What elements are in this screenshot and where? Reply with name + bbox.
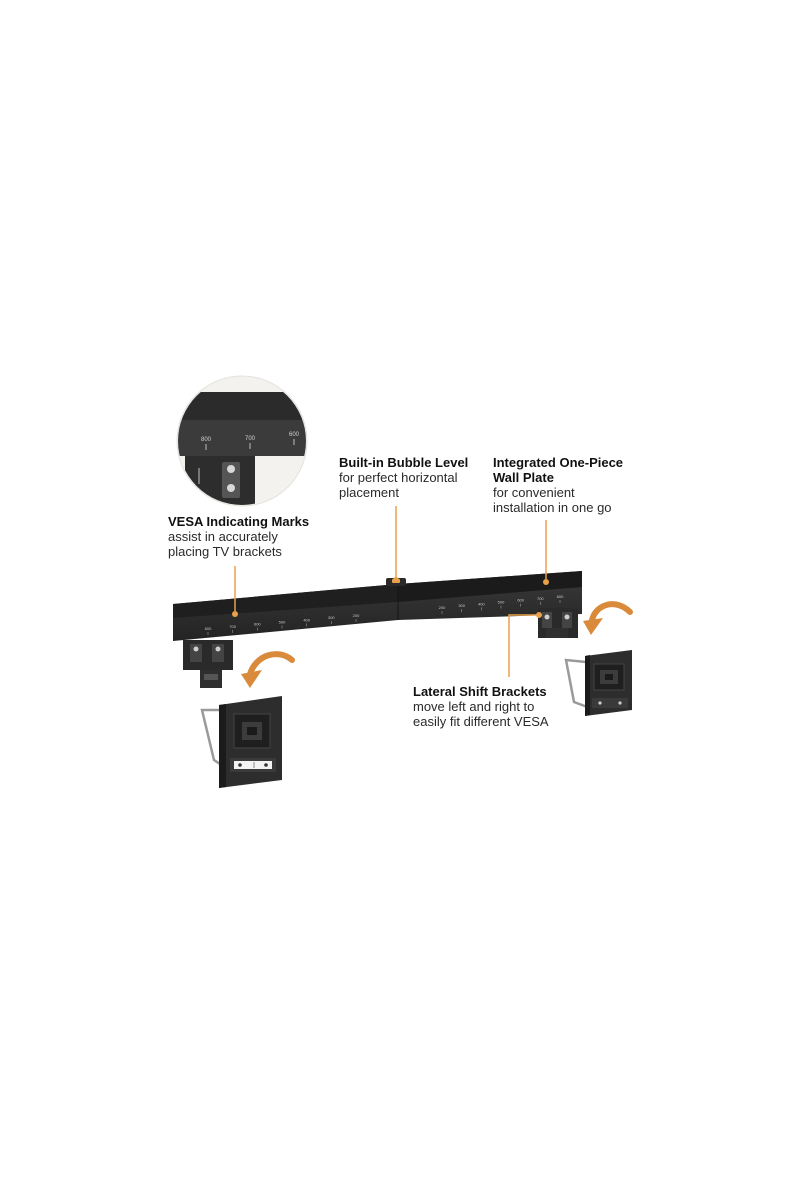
zoom-mark-800: 800: [201, 437, 212, 443]
plate-mark-left-2: 600: [254, 622, 261, 627]
plate-mark-right-5: 700: [537, 596, 544, 601]
plate-mark-right-6: 800: [557, 594, 564, 599]
left-tv-bracket: [200, 696, 282, 788]
left-shift-bracket: [183, 640, 233, 688]
plate-mark-left-5: 300: [328, 615, 335, 620]
plate-mark-right-4: 600: [517, 598, 524, 603]
plate-mark-right-3: 500: [498, 600, 505, 605]
callout-shift-line2: easily fit different VESA: [413, 714, 549, 729]
plate-mark-right-1: 300: [458, 603, 465, 608]
plate-mark-left-4: 400: [303, 617, 310, 622]
zoom-mark-700: 700: [245, 436, 256, 442]
rotate-arrow-left-icon: [241, 651, 295, 688]
plate-mark-left-0: 800: [205, 626, 212, 631]
right-tv-bracket: [564, 650, 632, 716]
callout-plate-line1: for convenient: [493, 485, 575, 500]
callout-shift-line1: move left and right to: [413, 699, 535, 714]
plate-mark-left-6: 200: [353, 613, 360, 618]
zoom-mark-600: 600: [289, 432, 300, 438]
callout-bubble-level: Built-in Bubble Level for perfect horizo…: [339, 455, 468, 500]
plate-mark-right-0: 200: [439, 605, 446, 610]
callout-vesa-line2: placing TV brackets: [168, 544, 282, 559]
callout-bubble-line2: placement: [339, 485, 399, 500]
callout-vesa-line1: assist in accurately: [168, 529, 278, 544]
callout-bubble-line1: for perfect horizontal: [339, 470, 458, 485]
callout-plate-title2: Wall Plate: [493, 470, 554, 485]
plate-mark-left-1: 700: [229, 624, 236, 629]
wall-plate: [173, 571, 582, 641]
vesa-indicating-marks: 800 700 600 500 400 300 200 200 300 400 500 600 700 8…: [205, 594, 564, 635]
callout-wall-plate: Integrated One-Piece Wall Plate for conv…: [493, 455, 623, 515]
callout-bubble-title: Built-in Bubble Level: [339, 455, 469, 470]
callout-plate-title1: Integrated One-Piece: [493, 455, 624, 470]
right-shift-bracket: [538, 608, 578, 638]
zoom-detail-circle: 800 700 600: [176, 375, 308, 507]
callout-vesa-marks: VESA Indicating Marks assist in accurate…: [168, 514, 309, 559]
rotate-arrow-right-icon: [583, 601, 633, 635]
callout-plate-line2: installation in one go: [493, 500, 612, 515]
callout-lateral-shift: Lateral Shift Brackets move left and rig…: [413, 684, 549, 729]
plate-mark-left-3: 500: [279, 620, 286, 625]
leader-lines: [232, 506, 549, 677]
plate-mark-right-2: 400: [478, 601, 485, 606]
callout-shift-title: Lateral Shift Brackets: [413, 684, 547, 699]
callout-vesa-title: VESA Indicating Marks: [168, 514, 310, 529]
